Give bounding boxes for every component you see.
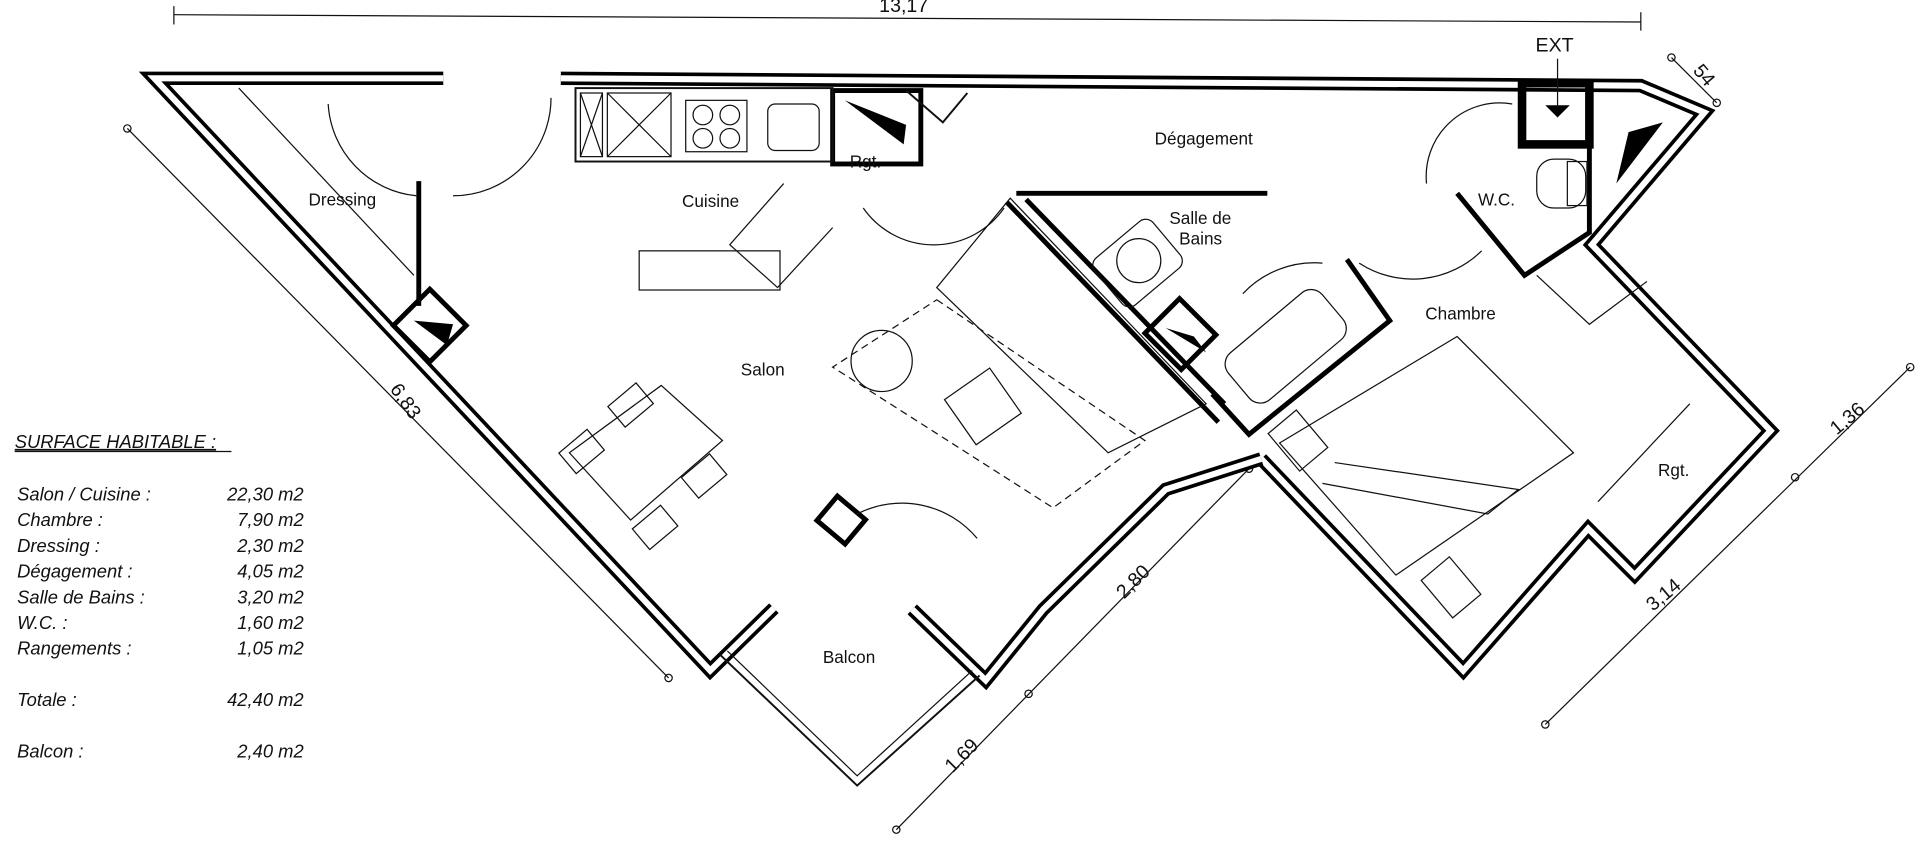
surface-row-label: Dégagement :: [17, 561, 132, 582]
surface-row-value: 3,20 m2: [237, 586, 303, 607]
kitchen-counter: [574, 87, 834, 291]
surface-row-value: 7,90 m2: [237, 509, 303, 530]
balcony-railing: [719, 650, 981, 787]
surface-table: SURFACE HABITABLE : Salon / Cuisine : 22…: [15, 431, 304, 762]
surface-row-label: Salon / Cuisine :: [17, 483, 151, 504]
surface-row-value: 1,60 m2: [237, 612, 303, 633]
bathroom-fixtures: [1092, 102, 1588, 404]
surface-row-label: Rangements :: [17, 638, 131, 659]
dimension-salon-front: 2,80: [1112, 561, 1155, 604]
surface-row-value: 1,05 m2: [237, 638, 303, 659]
exterior-walls: [138, 71, 1780, 691]
surface-row-label: Dressing :: [17, 535, 100, 556]
surface-row-label: W.C. :: [17, 612, 67, 633]
surface-row-label: Salle de Bains :: [17, 586, 145, 607]
surface-row-value: 4,05 m2: [237, 561, 303, 582]
surface-total-value: 42,40 m2: [227, 689, 304, 710]
surface-balcon-value: 2,40 m2: [236, 740, 303, 761]
dimension-balcon: 1,69: [941, 734, 984, 776]
interior-walls: [238, 58, 1663, 438]
room-label-rgt-chambre: Rgt.: [1658, 460, 1689, 480]
room-label-balcon: Balcon: [823, 647, 875, 667]
room-label-wc: W.C.: [1478, 190, 1515, 210]
dimension-total-width: 13,17: [879, 0, 928, 17]
room-label-cuisine: Cuisine: [682, 191, 739, 211]
surface-row-label: Chambre :: [17, 509, 103, 530]
surface-row-value: 2,30 m2: [236, 535, 303, 556]
room-label-salon: Salon: [741, 360, 785, 380]
surface-title: SURFACE HABITABLE :: [15, 431, 216, 452]
salon-furniture: [327, 97, 1208, 551]
room-label-salle-de-bains-1: Salle de: [1169, 208, 1231, 228]
room-label-degagement: Dégagement: [1155, 128, 1253, 148]
dimension-rgt-side: 1,36: [1826, 398, 1869, 439]
room-label-dressing: Dressing: [309, 190, 377, 210]
ext-label: EXT: [1536, 34, 1574, 56]
dimension-chambre-front: 3,14: [1642, 574, 1685, 615]
room-label-chambre: Chambre: [1425, 303, 1495, 323]
dimension-corner: 54: [1688, 60, 1719, 91]
surface-balcon-label: Balcon :: [17, 740, 83, 761]
room-label-rgt-kitchen: Rgt.: [850, 152, 881, 172]
bed: [1267, 274, 1691, 619]
surface-row-value: 22,30 m2: [226, 483, 304, 504]
dimension-left-diag: 6,83: [385, 379, 425, 423]
surface-total-label: Totale :: [17, 689, 77, 710]
room-label-salle-de-bains-2: Bains: [1179, 229, 1222, 249]
